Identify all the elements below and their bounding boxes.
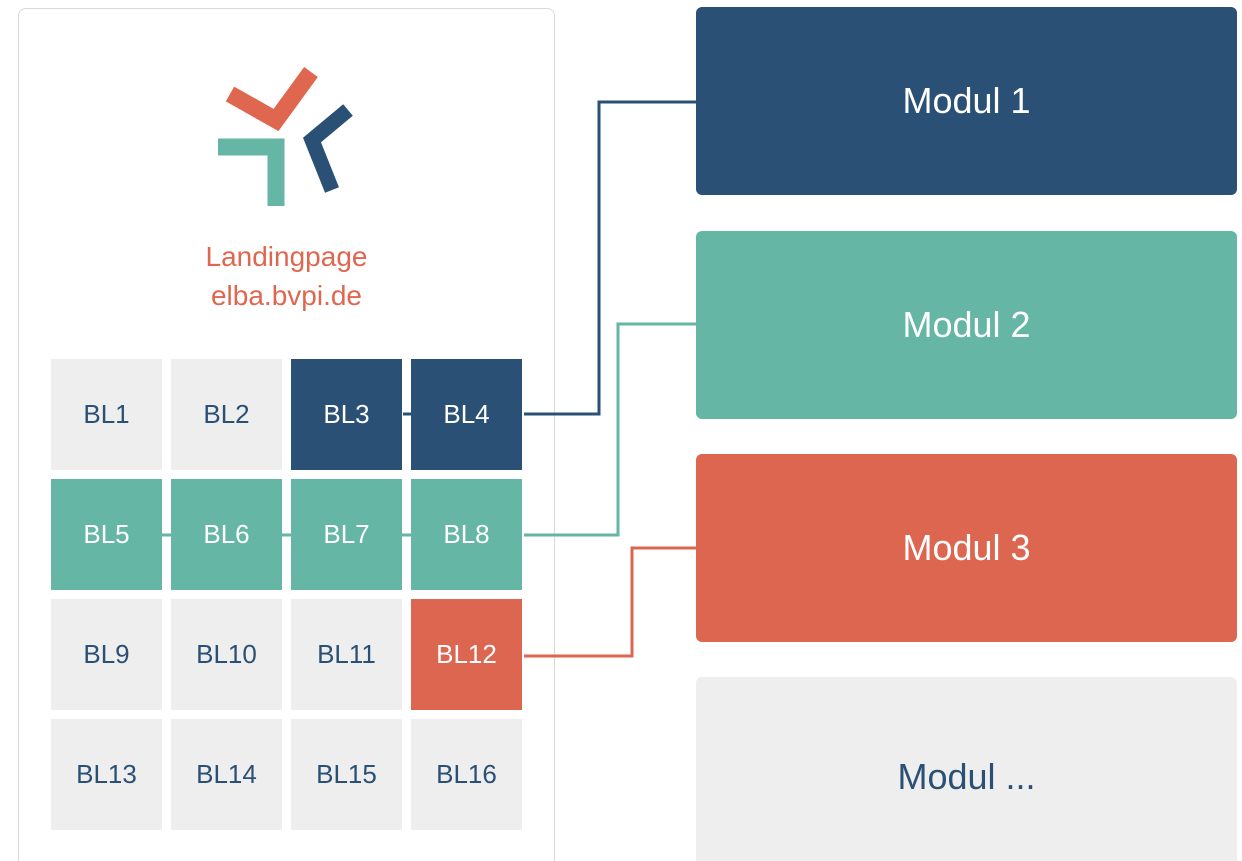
grid-cell-bl6: BL6 [171, 479, 282, 590]
logo-icon [218, 66, 353, 206]
grid-cell-bl11: BL11 [291, 599, 402, 710]
grid-cell-bl16: BL16 [411, 719, 522, 830]
state-grid: BL1 BL2 BL3 BL4 BL5 BL6 BL7 BL8 BL9 BL10… [51, 359, 524, 831]
grid-cell-bl8: BL8 [411, 479, 522, 590]
module-more-box: Modul ... [696, 677, 1237, 861]
landing-url: elba.bvpi.de [210, 280, 362, 311]
module-2-box: Modul 2 [696, 231, 1237, 419]
grid-cell-bl15: BL15 [291, 719, 402, 830]
grid-cell-bl5: BL5 [51, 479, 162, 590]
grid-cell-bl1: BL1 [51, 359, 162, 470]
grid-cell-bl7: BL7 [291, 479, 402, 590]
grid-cell-bl12: BL12 [411, 599, 522, 710]
grid-cell-bl3: BL3 [291, 359, 402, 470]
grid-cell-bl14: BL14 [171, 719, 282, 830]
grid-cell-bl4: BL4 [411, 359, 522, 470]
module-1-box: Modul 1 [696, 7, 1237, 195]
landing-title: Landingpage [205, 241, 368, 272]
grid-cell-bl9: BL9 [51, 599, 162, 710]
grid-cell-bl2: BL2 [171, 359, 282, 470]
grid-cell-bl10: BL10 [171, 599, 282, 710]
module-3-box: Modul 3 [696, 454, 1237, 642]
grid-cell-bl13: BL13 [51, 719, 162, 830]
